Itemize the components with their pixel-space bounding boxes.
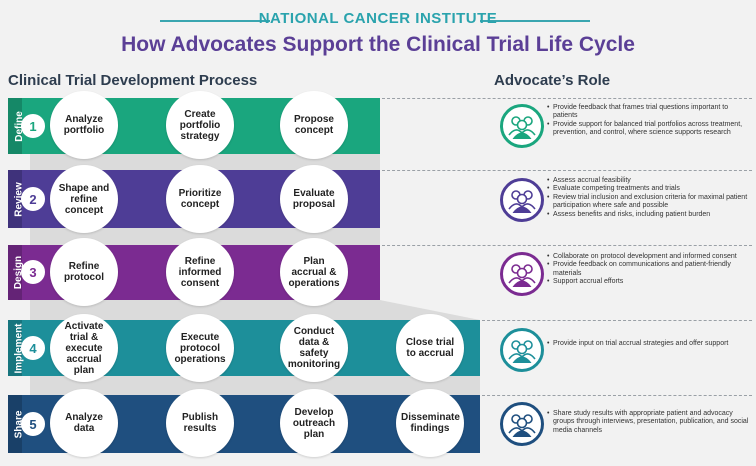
dash-define (382, 98, 752, 99)
step-conduct-monitoring: Conduct data & safety monitoring (280, 314, 348, 382)
stage-number-2: 2 (21, 187, 45, 211)
role-item: Provide feedback on communications and p… (547, 261, 752, 278)
role-item: Provide input on trial accrual strategie… (547, 340, 752, 349)
connector-review-design (30, 228, 380, 245)
header-rule-right (480, 20, 590, 22)
org-name: NATIONAL CANCER INSTITUTE (258, 10, 498, 27)
role-item: Provide feedback that frames trial quest… (547, 104, 752, 121)
connector-define-review (30, 154, 380, 170)
role-list-share: Share study results with appropriate pat… (547, 410, 752, 435)
role-list-review: Assess accrual feasibility Evaluate comp… (547, 177, 752, 219)
step-propose-concept: Propose concept (280, 91, 348, 159)
stage-number-3: 3 (21, 260, 45, 284)
band-review-tab (8, 170, 22, 228)
step-develop-outreach-plan: Develop outreach plan (280, 389, 348, 457)
step-create-portfolio-strategy: Create portfolio strategy (166, 91, 234, 159)
connector-implement-share (30, 376, 480, 395)
role-item: Share study results with appropriate pat… (547, 410, 752, 435)
connector-design-implement (30, 300, 480, 320)
step-activate-trial: Activate trial & execute accrual plan (50, 314, 118, 382)
role-item: Support accrual efforts (547, 278, 752, 287)
header-rule-left (160, 20, 270, 22)
band-implement-tab (8, 320, 22, 376)
step-shape-refine-concept: Shape and refine concept (50, 165, 118, 233)
step-publish-results: Publish results (166, 389, 234, 457)
advocates-group-icon (500, 252, 544, 296)
band-define-tab (8, 98, 22, 154)
band-share-tab (8, 395, 22, 453)
role-item: Assess accrual feasibility (547, 177, 752, 186)
role-item: Evaluate competing treatments and trials (547, 185, 752, 194)
dash-design (382, 245, 752, 246)
step-analyze-portfolio: Analyze portfolio (50, 91, 118, 159)
step-evaluate-proposal: Evaluate proposal (280, 165, 348, 233)
role-item: Provide support for balanced trial portf… (547, 121, 752, 138)
role-heading: Advocate’s Role (494, 72, 611, 89)
step-plan-accrual-operations: Plan accrual & operations (280, 238, 348, 306)
step-close-trial: Close trial to accrual (396, 314, 464, 382)
step-prioritize-concept: Prioritize concept (166, 165, 234, 233)
stage-number-5: 5 (21, 412, 45, 436)
dash-review (382, 170, 752, 171)
step-execute-protocol-operations: Execute protocol operations (166, 314, 234, 382)
role-list-define: Provide feedback that frames trial quest… (547, 104, 752, 138)
stage-number-4: 4 (21, 336, 45, 360)
stage-number-1: 1 (21, 114, 45, 138)
role-item: Review trial inclusion and exclusion cri… (547, 194, 752, 211)
step-refine-informed-consent: Refine informed consent (166, 238, 234, 306)
page-title: How Advocates Support the Clinical Trial… (121, 33, 635, 56)
advocates-group-icon (500, 104, 544, 148)
role-item: Collaborate on protocol development and … (547, 253, 752, 262)
role-list-design: Collaborate on protocol development and … (547, 253, 752, 287)
band-design-tab (8, 245, 22, 300)
dash-share (482, 395, 752, 396)
role-item: Assess benefits and risks, including pat… (547, 211, 752, 220)
step-disseminate-findings: Disseminate findings (396, 389, 464, 457)
role-list-implement: Provide input on trial accrual strategie… (547, 340, 752, 349)
dash-implement (482, 320, 752, 321)
advocates-group-icon (500, 178, 544, 222)
process-heading: Clinical Trial Development Process (8, 72, 258, 89)
advocates-group-icon (500, 328, 544, 372)
advocates-group-icon (500, 402, 544, 446)
step-refine-protocol: Refine protocol (50, 238, 118, 306)
step-analyze-data: Analyze data (50, 389, 118, 457)
